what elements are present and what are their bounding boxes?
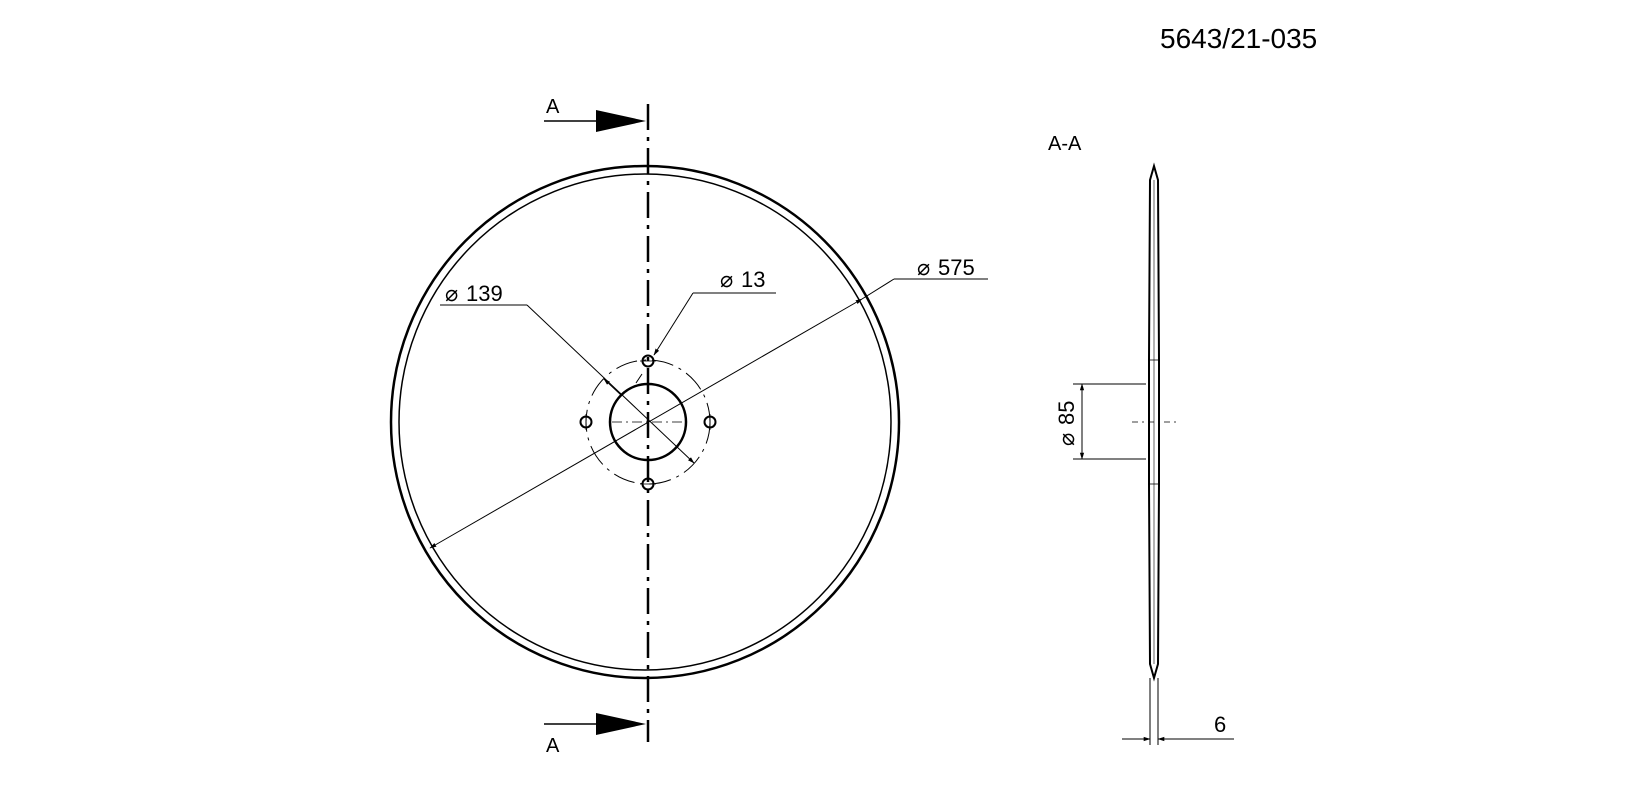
center-bore-value: 139 [466, 281, 503, 306]
section-view: A-A ⌀ 85 6 [1048, 133, 1234, 745]
outer-diameter-value: 575 [938, 255, 975, 280]
outer-diameter-symbol: ⌀ [917, 255, 930, 280]
dimension-center-bore: ⌀ 139 [440, 281, 695, 464]
bolt-hole-value: 13 [741, 267, 765, 292]
section-view-title: A-A [1048, 133, 1082, 155]
hub-value: 85 [1054, 401, 1079, 425]
outer-rim-circle [389, 164, 901, 680]
center-bore-symbol: ⌀ [445, 281, 458, 306]
section-label-bottom: A [546, 735, 560, 757]
part-number: 5643/21-035 [1160, 23, 1317, 54]
dimension-thickness: 6 [1122, 678, 1234, 745]
dimension-outer-diameter: ⌀ 575 [429, 255, 988, 549]
bolt-hole-symbol: ⌀ [720, 267, 733, 292]
hub-symbol: ⌀ [1054, 433, 1079, 446]
section-arrow-top: A [544, 96, 646, 132]
dimension-hub: ⌀ 85 [1054, 383, 1146, 460]
section-label-top: A [546, 96, 560, 118]
dimension-bolt-hole: ⌀ 13 [635, 267, 776, 384]
disc-profile [1148, 162, 1160, 682]
thickness-value: 6 [1214, 712, 1226, 737]
inner-rim-circle [398, 173, 892, 671]
front-view: A A ⌀ 575 ⌀ 139 ⌀ [389, 96, 988, 757]
section-arrow-bottom: A [544, 713, 646, 757]
